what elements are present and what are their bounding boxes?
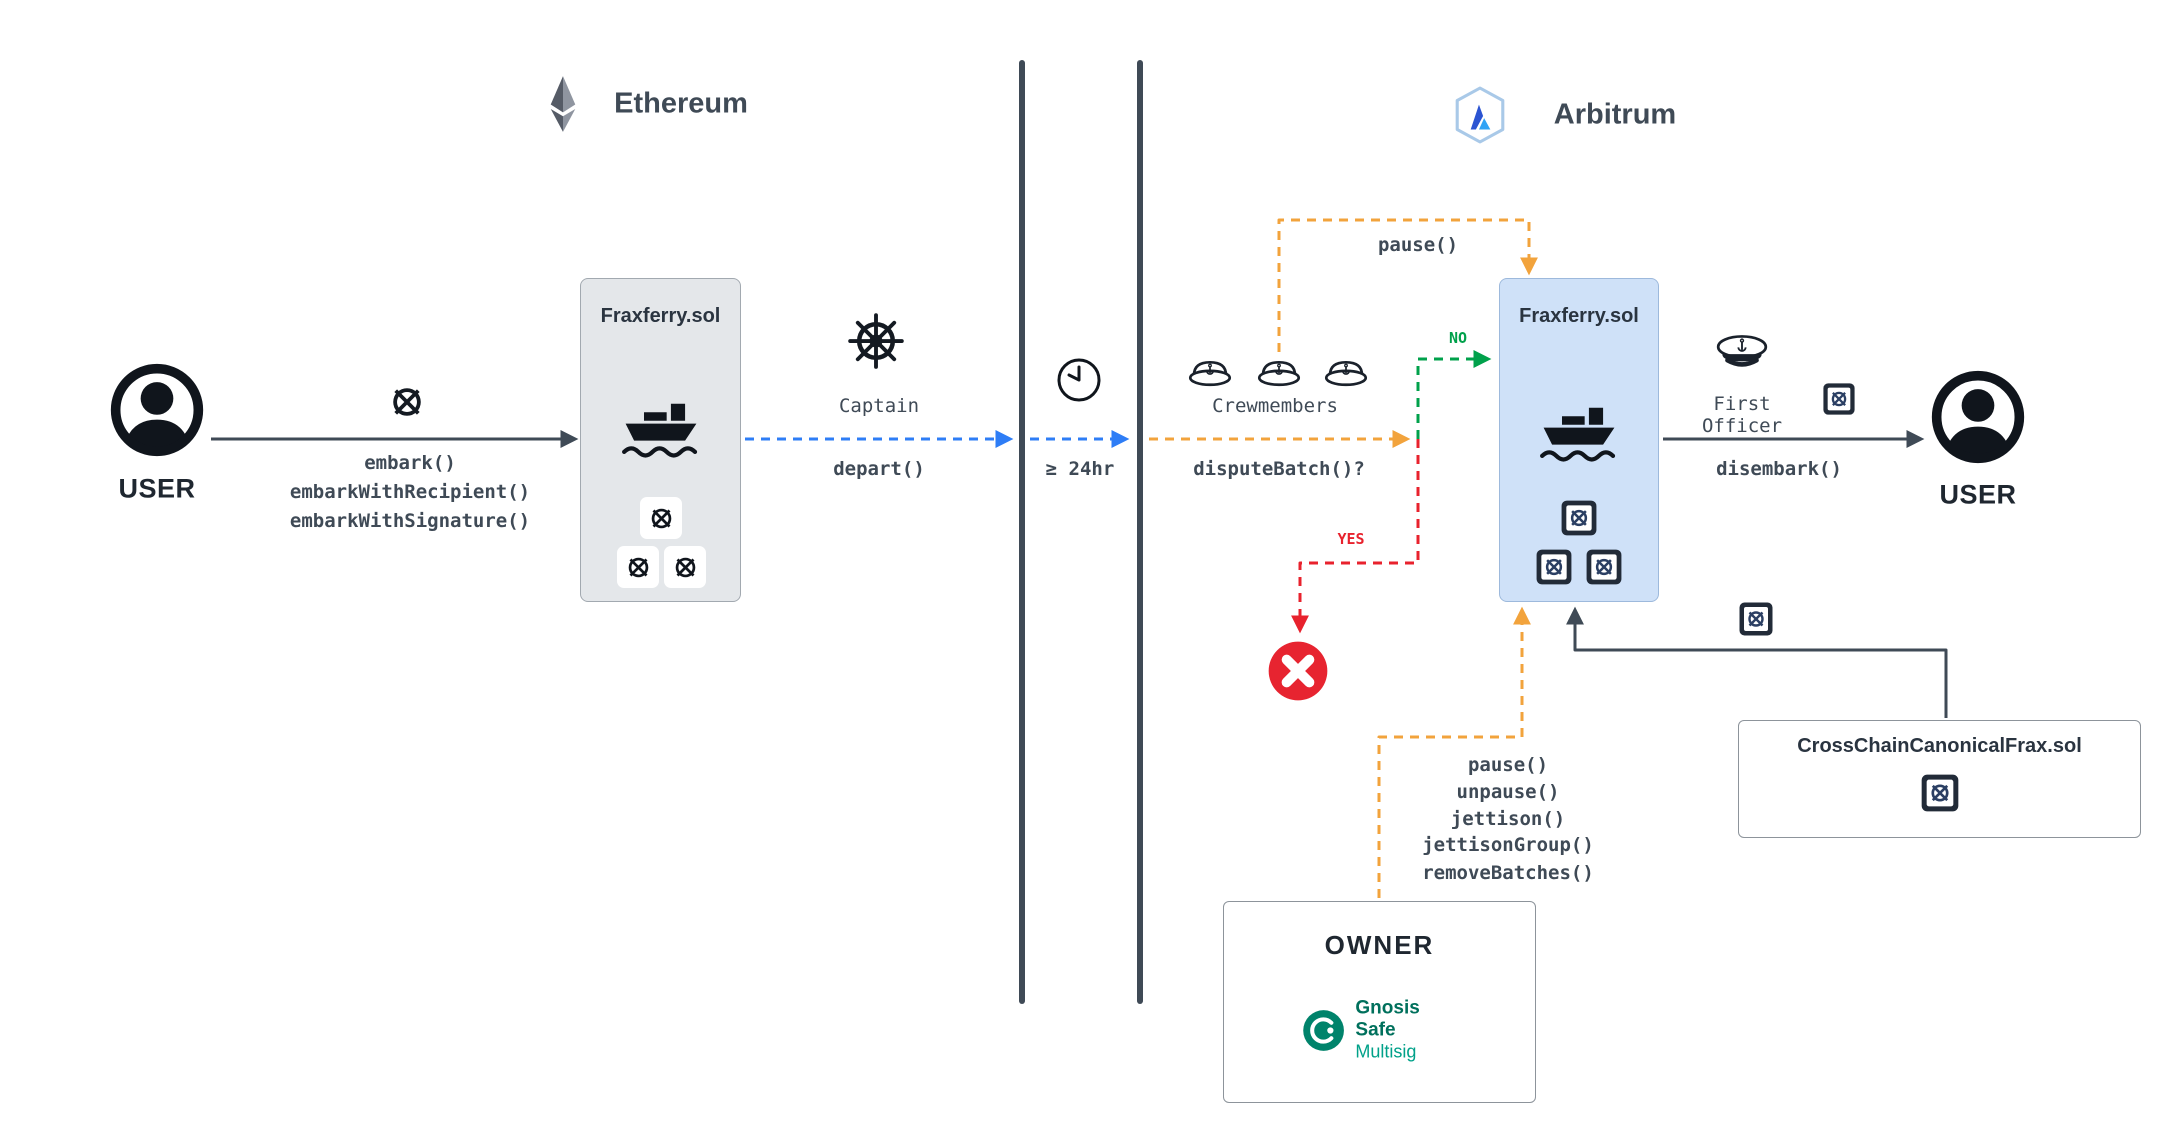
captain-wheel-icon: [845, 310, 907, 372]
embark-with-signature-label: embarkWithSignature(): [289, 510, 531, 532]
ship-icon: [615, 391, 707, 459]
left-user-label: USER: [118, 473, 196, 504]
cancel-icon: [1266, 639, 1330, 703]
owner-box: OWNER Gnosis Safe Multisig: [1223, 901, 1536, 1103]
pause-top-label: pause(): [1377, 234, 1459, 256]
owner-title: OWNER: [1324, 930, 1435, 960]
frax-token-tile: [617, 546, 659, 588]
owner-function-jettison-group: jettisonGroup(): [1422, 834, 1594, 856]
captain-label: Captain: [838, 395, 920, 417]
dispute-batch-label: disputeBatch()?: [1193, 458, 1365, 480]
embark-function-label: embark(): [364, 452, 456, 474]
gnosis-safe-text: Gnosis Safe Multisig: [1355, 998, 1457, 1063]
arb-fraxferry-title: Fraxferry.sol: [1519, 305, 1639, 327]
first-officer-label-line1: First: [1713, 393, 1771, 415]
arrow-dispute-no: [1416, 350, 1492, 439]
framed-frax-token-icon: [1738, 601, 1774, 637]
ship-icon: [1533, 395, 1625, 463]
crosschain-canonical-frax-title: CrossChainCanonicalFrax.sol: [1797, 735, 2082, 757]
arb-fraxferry-box: Fraxferry.sol: [1499, 278, 1659, 602]
right-user-label: USER: [1939, 479, 2017, 510]
arbitrum-logo-icon: [1453, 86, 1507, 144]
arrow-crew-pause: [1277, 218, 1538, 352]
sailor-hat-icon: [1253, 357, 1305, 389]
arrow-dispute-yes: [1291, 439, 1420, 634]
timer-label: ≥ 24hr: [1045, 458, 1115, 480]
owner-function-remove-batches: removeBatches(): [1422, 862, 1594, 884]
frax-token-icon: [672, 554, 699, 581]
owner-function-jettison: jettison(): [1450, 808, 1566, 830]
crosschain-canonical-frax-box: CrossChainCanonicalFrax.sol: [1738, 720, 2141, 838]
framed-frax-token-icon: [1535, 548, 1573, 586]
ethereum-logo-icon: [545, 75, 581, 133]
framed-frax-token-icon: [1585, 548, 1623, 586]
frax-token-icon: [388, 383, 426, 421]
arrow-canonical-frax: [1566, 606, 1948, 718]
gnosis-safe-multisig: Multisig: [1355, 1041, 1417, 1062]
frax-token-icon: [648, 505, 675, 532]
embark-with-recipient-label: embarkWithRecipient(): [289, 481, 531, 503]
framed-frax-token-icon: [1920, 773, 1960, 813]
no-label: NO: [1448, 329, 1468, 347]
eth-fraxferry-box: Fraxferry.sol: [580, 278, 741, 602]
depart-function-label: depart(): [833, 458, 925, 480]
gnosis-safe-name: Gnosis Safe: [1355, 997, 1420, 1041]
yes-label: YES: [1337, 530, 1365, 548]
frax-token-tile: [664, 546, 706, 588]
frax-token-icon: [625, 554, 652, 581]
owner-function-pause: pause(): [1467, 754, 1549, 776]
arrow-owner-admin: [1377, 606, 1531, 898]
first-officer-label-line2: Officer: [1701, 415, 1783, 437]
sailor-hat-icon: [1184, 357, 1236, 389]
gnosis-safe-brand: Gnosis Safe Multisig: [1302, 998, 1458, 1063]
frax-token-tile: [640, 497, 682, 539]
user-avatar-icon: [1928, 367, 2028, 467]
user-avatar-icon: [107, 360, 207, 460]
crewmembers-label: Crewmembers: [1212, 395, 1338, 417]
eth-fraxferry-title: Fraxferry.sol: [600, 305, 721, 327]
framed-frax-token-icon: [1560, 499, 1598, 537]
officer-cap-icon: [1713, 333, 1771, 371]
gnosis-safe-logo-icon: [1302, 1007, 1345, 1053]
arbitrum-label: Arbitrum: [1553, 98, 1677, 131]
disembark-function-label: disembark(): [1716, 458, 1842, 480]
sailor-hat-icon: [1320, 357, 1372, 389]
owner-function-unpause: unpause(): [1456, 781, 1560, 803]
framed-frax-token-icon: [1822, 382, 1856, 416]
clock-icon: [1055, 356, 1103, 404]
ethereum-label: Ethereum: [614, 87, 748, 120]
